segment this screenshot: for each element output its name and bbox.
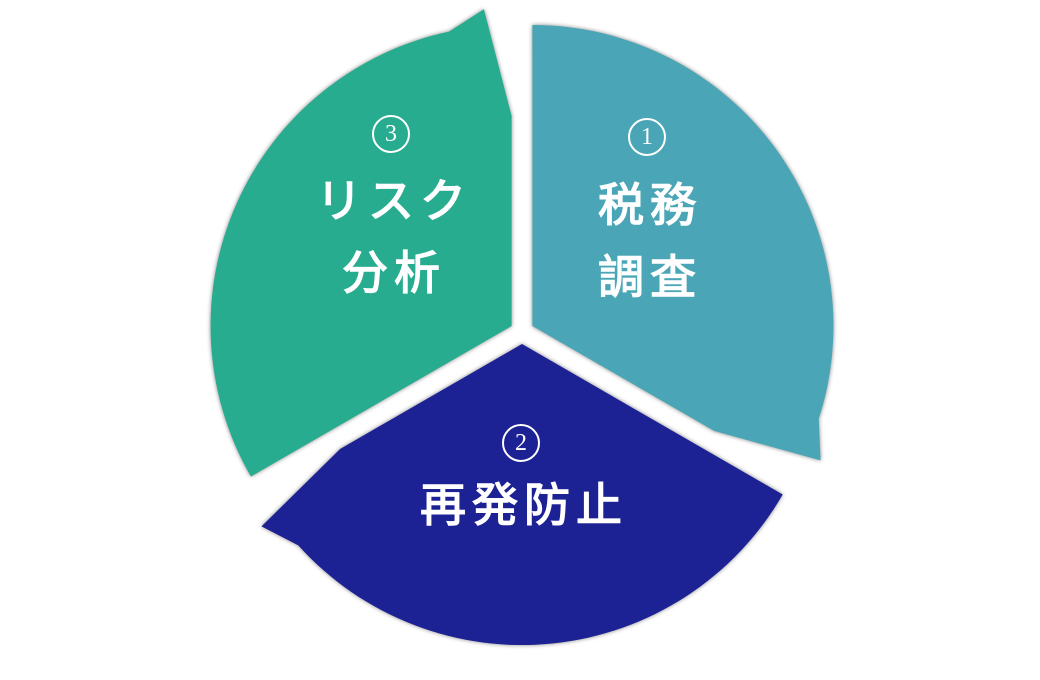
segment-shape-recurrence-prevention [261, 344, 783, 646]
segment-shape-tax-audit [532, 24, 834, 461]
segment-shape-risk-analysis [210, 9, 512, 477]
